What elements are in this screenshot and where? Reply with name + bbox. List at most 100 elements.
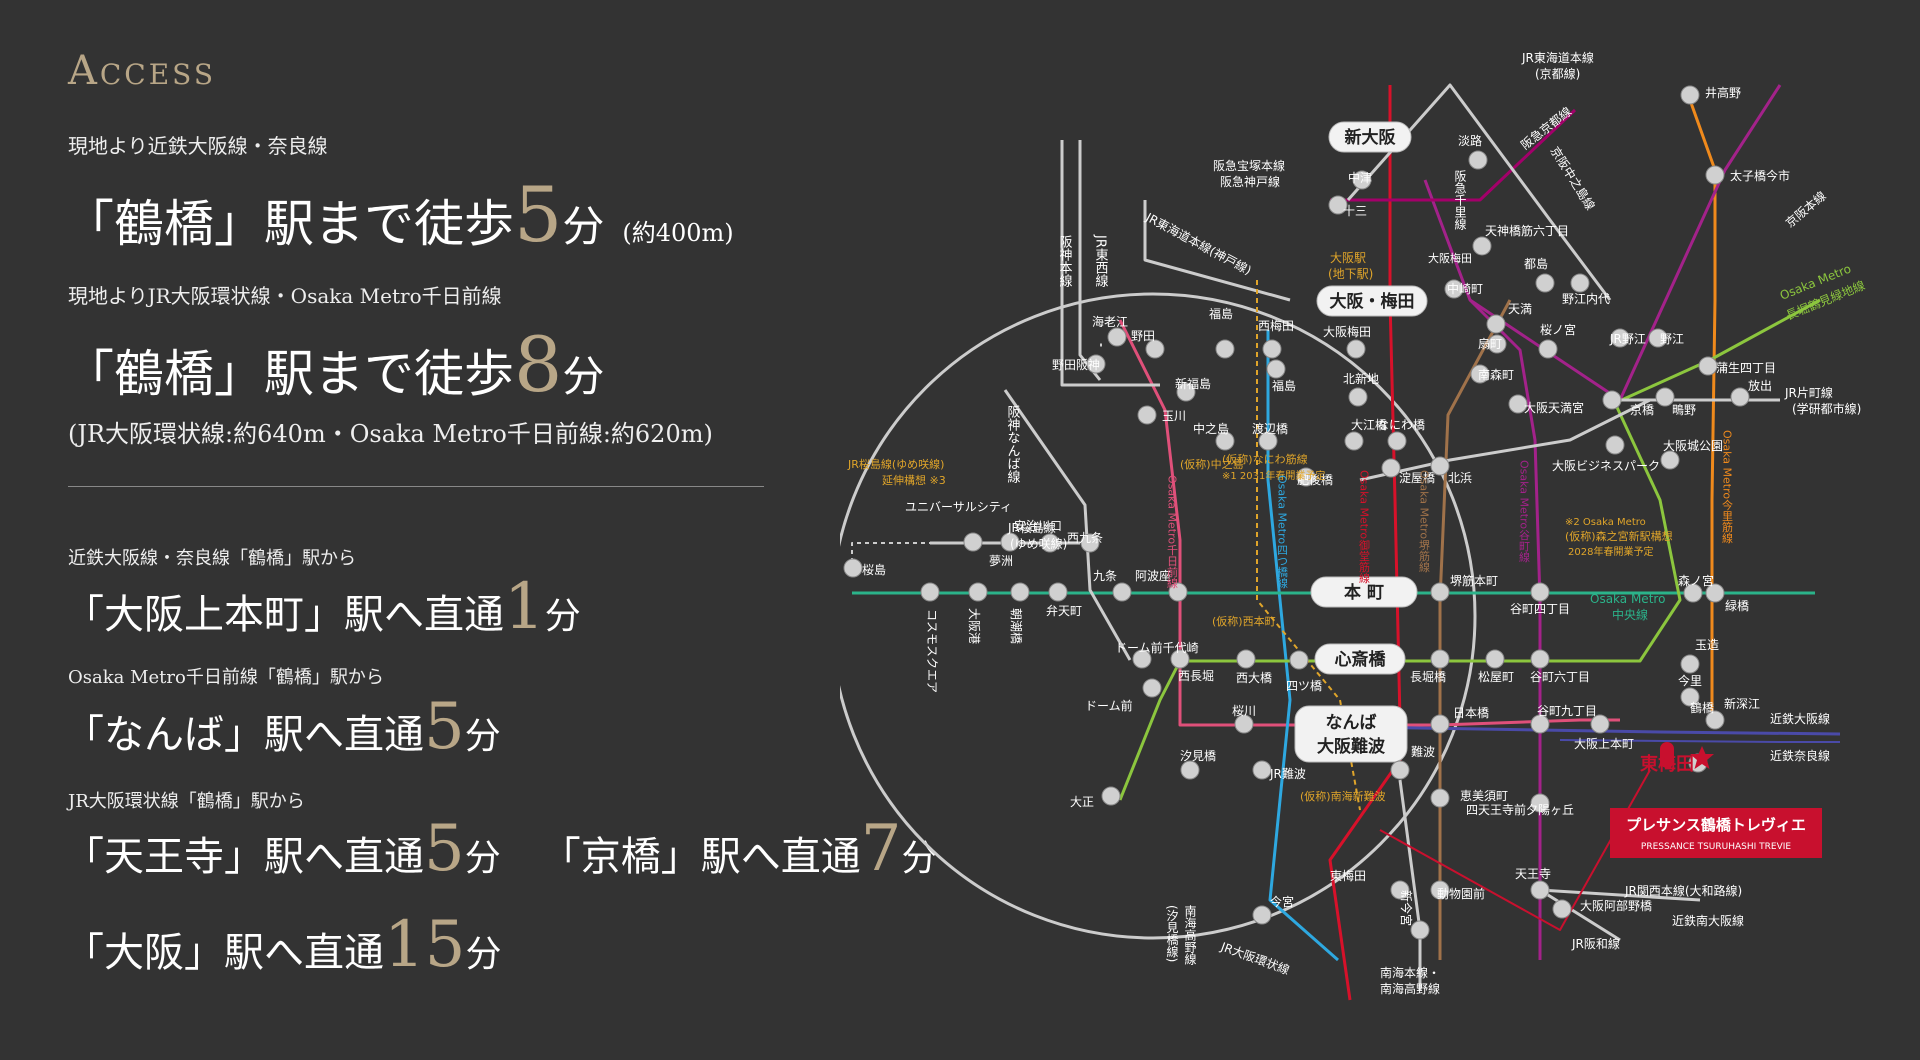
- station-73: [1430, 788, 1450, 808]
- ride-1-unit: 分: [544, 596, 581, 637]
- line-label-keihan-nakanoshima: 京阪中之島線: [1547, 144, 1598, 213]
- station-dot: [1508, 394, 1528, 414]
- station-label: 九条: [1093, 569, 1117, 583]
- station-label: 肥後橋: [1297, 473, 1333, 487]
- ride-1-origin: 近鉄大阪線・奈良線「鶴橋」駅から: [68, 548, 356, 569]
- station-dot: [1048, 582, 1068, 602]
- station-dot: [1444, 279, 1464, 299]
- station-label: JR野江: [1609, 332, 1646, 346]
- station-25: [1680, 687, 1700, 707]
- hub-namba-box: [1294, 705, 1408, 763]
- station-label: 難波: [1411, 744, 1435, 759]
- station-dot: [1266, 359, 1286, 379]
- line-label-sakurajima: (ゆめ咲線): [1010, 536, 1067, 551]
- ride-4-minutes: 15: [384, 908, 466, 982]
- station-0: [1680, 85, 1700, 105]
- access-heading: Access: [68, 48, 217, 94]
- line-label-imazatosuji: Osaka Metro今里筋線: [1721, 430, 1734, 543]
- station-label: 谷町六丁目: [1530, 670, 1590, 684]
- line-label-katamachi: JR片町線: [1784, 385, 1833, 400]
- property-box: [1610, 808, 1822, 858]
- station-10: [1538, 339, 1558, 359]
- station-dot: [1660, 450, 1680, 470]
- station-label: JR難波: [1269, 766, 1306, 781]
- station-42: [1381, 458, 1401, 478]
- station-label: 堺筋本町: [1450, 573, 1498, 588]
- label-osaka-station: 大阪駅: [1330, 251, 1366, 265]
- station-13: [1610, 328, 1630, 348]
- station-label: 太子橋今市: [1730, 168, 1790, 183]
- station-label: なにわ橋: [1377, 418, 1425, 432]
- station-dot: [1552, 899, 1572, 919]
- tsuruhashi-marker-icon: [1660, 742, 1674, 768]
- station-28: [1145, 339, 1165, 359]
- station-74: [1530, 793, 1550, 813]
- line-label-sakurajima-plan: 延伸構想 ※3: [882, 473, 946, 487]
- station-7: [1570, 273, 1590, 293]
- station-dot: [1730, 387, 1750, 407]
- station-61: [1430, 649, 1450, 669]
- line-label-loop: JR大阪環状線: [1218, 938, 1292, 977]
- ride-3b-text: 「京橋」駅へ直通: [540, 834, 861, 880]
- hub-shinosaka-pill: [1328, 121, 1412, 153]
- station-dot: [1430, 456, 1450, 476]
- station-39: [1344, 431, 1364, 451]
- station-label: 大阪梅田: [1323, 324, 1371, 339]
- station-59: [1236, 649, 1256, 669]
- station-9: [1487, 334, 1507, 354]
- station-dot: [1430, 582, 1450, 602]
- station-50: [968, 582, 988, 602]
- station-33: [1176, 382, 1196, 402]
- station-11: [1444, 279, 1464, 299]
- walk-2-minutes: 8: [514, 320, 563, 409]
- jr-hanwa-line: [1539, 888, 1621, 942]
- station-dot: [1410, 920, 1430, 940]
- station-label: 大阪天満宮: [1524, 400, 1584, 415]
- nagahori-line: [1118, 298, 1821, 801]
- station-15: [1698, 356, 1718, 376]
- station-46: [1040, 533, 1060, 553]
- station-label: 東梅田: [1330, 868, 1366, 883]
- station-30: [1262, 339, 1282, 359]
- station-dot: [1252, 760, 1272, 780]
- line-label-nankai: 南海高野線: [1380, 981, 1440, 996]
- station-label: 谷町四丁目: [1510, 602, 1570, 616]
- station-dot: [1705, 710, 1725, 730]
- station-dot: [1470, 364, 1490, 384]
- station-label: コスモスクエア: [925, 609, 939, 693]
- station-dot: [1602, 390, 1622, 410]
- line-label-kintetsu-osaka: 近鉄大阪線: [1770, 711, 1830, 726]
- ride-2-line: 「なんば」駅へ直通5分: [64, 690, 501, 764]
- station-71: [1390, 760, 1410, 780]
- station-label: 長堀橋: [1410, 669, 1446, 684]
- line-label-midosuji: Osaka Metro御堂筋線: [1358, 470, 1371, 583]
- station-40: [1387, 431, 1407, 451]
- jr-loop-line: [840, 292, 1477, 940]
- station-27: [1107, 327, 1127, 347]
- line-label-hankyu-kyoto: 阪急京都線: [1518, 104, 1575, 153]
- station-4: [1328, 195, 1348, 215]
- walk-2-origin: 現地よりJR大阪環状線・Osaka Metro千日前線: [68, 284, 502, 308]
- ride-2-text: 「なんば」駅へ直通: [64, 712, 424, 758]
- station-label: 大阪港: [967, 608, 981, 644]
- station-label: 阿波座: [1135, 568, 1171, 583]
- station-dot: [1262, 339, 1282, 359]
- station-label: 動物園前: [1437, 886, 1485, 901]
- hub-honmachi-pill: [1310, 576, 1418, 608]
- station-dot: [1176, 382, 1196, 402]
- walk-1-unit: 分: [562, 202, 605, 251]
- station-12: [1470, 364, 1490, 384]
- station-label: 都島: [1524, 256, 1548, 271]
- station-dot: [843, 558, 863, 578]
- ride-3a-unit: 分: [464, 838, 501, 879]
- station-dot: [1472, 236, 1492, 256]
- station-label: 新深江: [1724, 696, 1760, 711]
- line-label-jr-tokaido: JR東海道本線: [1521, 50, 1594, 65]
- line-label-jr-tozai: JR東西線: [1093, 234, 1109, 287]
- ride-3a-minutes: 5: [424, 812, 465, 886]
- hub-osaka-namba: 大阪難波: [1317, 736, 1386, 757]
- station-dot: [1530, 582, 1550, 602]
- station-37: [1215, 431, 1235, 451]
- station-label: 野江: [1660, 332, 1684, 346]
